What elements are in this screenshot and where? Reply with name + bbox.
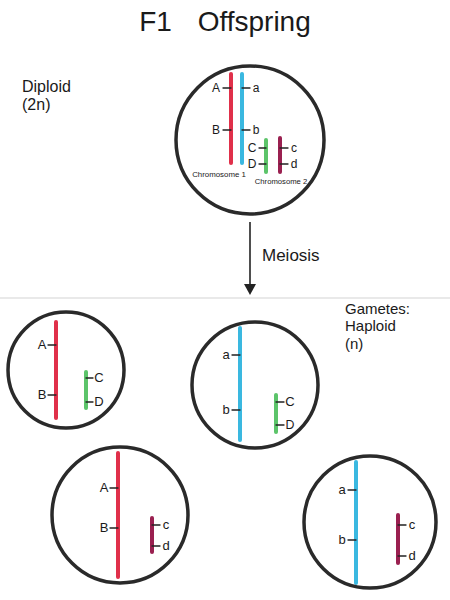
cell-outline — [302, 454, 438, 590]
cell-circle: a b c d — [302, 454, 438, 590]
chromosome-label: Chromosome 1 — [192, 171, 246, 179]
ploidy-label: Diploid (2n) — [22, 78, 84, 115]
allele-letter: b — [253, 124, 260, 137]
allele-letter: B — [38, 388, 47, 402]
allele-letter: b — [222, 403, 229, 417]
chromosomes-gamete-4 — [348, 462, 406, 583]
cell-circle: a b CD — [190, 320, 320, 450]
allele-letter: D — [94, 395, 103, 409]
meiosis-arrow — [244, 222, 256, 295]
allele-letter: B — [212, 124, 220, 137]
chromosomes-gamete-3 — [110, 453, 160, 577]
cell-outline — [6, 310, 126, 430]
allele-letter: d — [162, 539, 169, 553]
allele-letter: c — [409, 518, 416, 532]
allele-letter: c — [163, 518, 170, 532]
cell-outline — [174, 64, 326, 216]
allele-letter: a — [338, 483, 345, 497]
allele-letter: A — [212, 82, 220, 95]
chromosomes-parent — [223, 74, 288, 172]
chromosomes-gamete-2 — [232, 328, 284, 440]
allele-letter: A — [38, 338, 47, 352]
chromosome-label: Chromosome 2 — [254, 178, 308, 186]
allele-letter: D — [248, 158, 257, 171]
paper-fold — [0, 297, 450, 299]
allele-letter: C — [285, 395, 294, 409]
process-label: Meiosis — [262, 246, 320, 266]
cell-circle: A B CD — [6, 310, 126, 430]
allele-letter: a — [253, 82, 260, 95]
ploidy-label: Gametes: Haploid (n) — [345, 300, 417, 352]
diagram-title: F1 Offspring — [0, 6, 450, 38]
cell-circle: A Bcd — [50, 445, 190, 585]
allele-letter: C — [248, 142, 257, 155]
allele-letter: A — [100, 481, 109, 495]
allele-letter: b — [338, 533, 345, 547]
allele-letter: D — [286, 419, 295, 432]
cell-outline — [190, 320, 320, 450]
cell-circle: AaBbCcDdChromosome 1 Chromosome 2 — [174, 64, 326, 216]
chromosomes-gamete-1 — [48, 322, 93, 418]
allele-letter: a — [222, 348, 229, 362]
allele-letter: C — [94, 371, 103, 385]
allele-letter: d — [291, 158, 298, 171]
allele-letter: d — [408, 549, 415, 563]
cell-outline — [50, 445, 190, 585]
allele-letter: c — [291, 142, 297, 155]
allele-letter: B — [100, 521, 109, 535]
